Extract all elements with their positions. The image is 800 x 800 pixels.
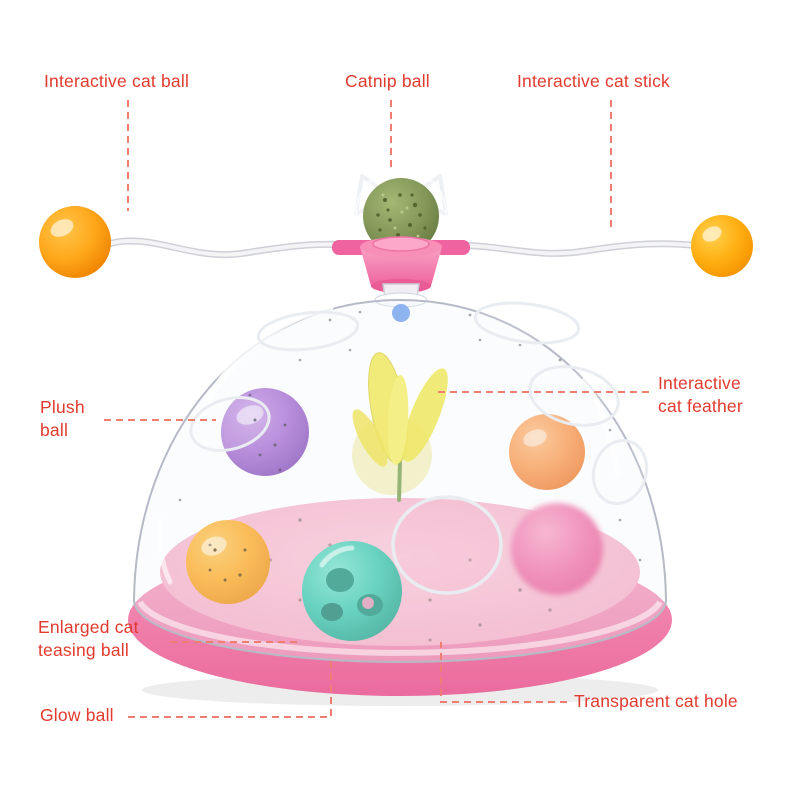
label-transparent-cat-hole: Transparent cat hole [574, 691, 738, 711]
label-interactive-cat-ball: Interactive cat ball [44, 71, 190, 91]
interactive-cat-stick-left [101, 237, 364, 259]
feather-icon [352, 352, 448, 502]
label-interactive-cat-feather: Interactive cat feather [658, 373, 743, 416]
label-enlarged-cat-teasing-ball: Enlarged cat teasing ball [38, 617, 139, 660]
callout-lines [104, 100, 652, 718]
hub [332, 236, 470, 293]
catnip-ball [363, 178, 439, 254]
dome-speckles [178, 310, 642, 562]
interactive-cat-ball-left [39, 206, 111, 278]
glow-ball-teal [302, 541, 402, 641]
interactive-cat-stick-right [438, 240, 704, 257]
interactive-cat-ball-right [691, 215, 753, 277]
enlarged-teasing-ball-orange [186, 520, 270, 604]
label-glow-ball: Glow ball [40, 705, 114, 725]
transparent-dome [132, 298, 668, 663]
label-catnip-ball: Catnip ball [345, 71, 430, 91]
label-interactive-cat-stick: Interactive cat stick [517, 71, 671, 91]
small-blue-ball [392, 304, 410, 322]
transparent-cat-holes [189, 301, 649, 595]
coral-ball [509, 414, 585, 490]
plush-pom-pink [511, 503, 603, 595]
callout-line-transparent-cat-hole [440, 642, 567, 703]
callout-line-glow-ball [128, 660, 332, 718]
label-plush-ball: Plush ball [40, 397, 85, 440]
